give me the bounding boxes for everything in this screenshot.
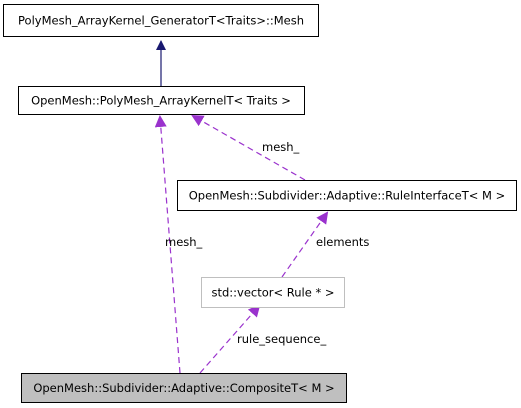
edges <box>154 40 329 374</box>
node-box <box>21 373 347 403</box>
node-label: OpenMesh::Subdivider::Adaptive::Composit… <box>33 381 334 395</box>
node-box <box>18 86 305 115</box>
node-label: OpenMesh::Subdivider::Adaptive::RuleInte… <box>189 189 505 203</box>
edge-labels: mesh_ elements mesh_ rule_sequence_ <box>165 140 369 346</box>
usage-edge-rule-sequence <box>199 304 261 374</box>
node-box <box>177 180 517 211</box>
node-label: OpenMesh::PolyMesh_ArrayKernelT< Traits … <box>31 94 291 108</box>
edge-label-elements: elements <box>316 235 369 249</box>
usage-edge-mesh-composite <box>154 115 181 374</box>
edge-label-mesh-ruleinterface: mesh_ <box>262 140 300 154</box>
node-label: PolyMesh_ArrayKernel_GeneratorT<Traits>:… <box>18 14 304 28</box>
edge-label-rule-sequence: rule_sequence_ <box>237 332 326 346</box>
node-box <box>201 277 345 308</box>
usage-edge-elements <box>281 211 329 278</box>
node-composite[interactable]: OpenMesh::Subdivider::Adaptive::Composit… <box>21 373 347 403</box>
node-std-vector[interactable]: std::vector< Rule * > <box>201 277 345 308</box>
usage-edge-mesh-ruleinterface <box>191 115 306 181</box>
node-polymesh-arraykernel[interactable]: OpenMesh::PolyMesh_ArrayKernelT< Traits … <box>18 86 305 115</box>
node-generator-mesh[interactable]: PolyMesh_ArrayKernel_GeneratorT<Traits>:… <box>3 4 319 37</box>
node-label: std::vector< Rule * > <box>211 286 334 300</box>
edge-label-mesh-composite: mesh_ <box>165 235 203 249</box>
node-rule-interface[interactable]: OpenMesh::Subdivider::Adaptive::RuleInte… <box>177 180 517 211</box>
node-box <box>3 4 319 37</box>
